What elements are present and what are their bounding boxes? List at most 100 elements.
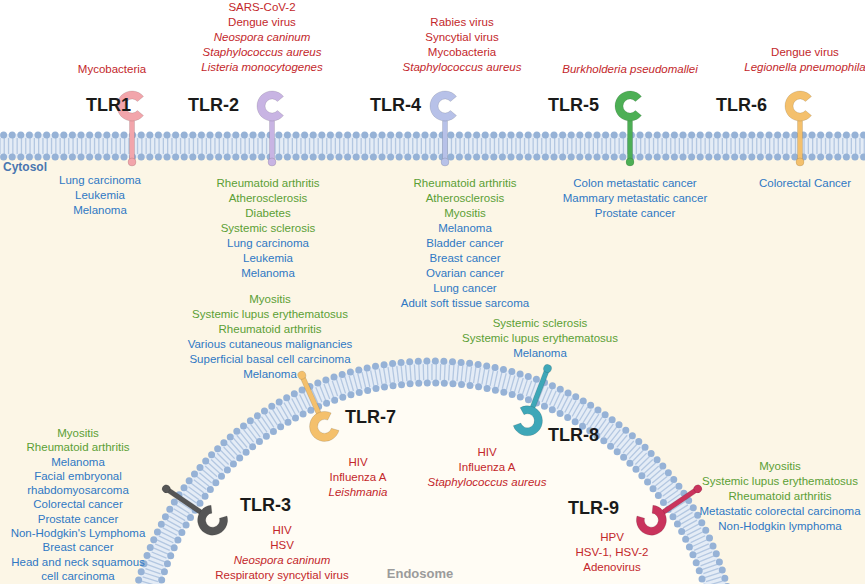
- endosome-lumen: [137, 372, 727, 584]
- autoimmune-disease-label: Rheumatoid arthritis: [385, 176, 545, 191]
- text-list: Cytosol: [3, 160, 83, 175]
- cancer-label: Mammary metastatic cancer: [550, 191, 720, 206]
- pathogen-label: Mycobacteria: [392, 45, 532, 60]
- autoimmune-disease-label: Atherosclerosis: [385, 191, 545, 206]
- receptor-name: TLR-5: [548, 95, 599, 115]
- compartment-label: Cytosol: [3, 160, 83, 175]
- autoimmune-disease-label: Myositis: [696, 459, 864, 474]
- receptor-name: TLR-2: [188, 95, 239, 115]
- ectodomain: [430, 91, 457, 121]
- pathogen-label: HIV: [417, 445, 557, 460]
- cancer-label: Breast cancer: [4, 540, 152, 554]
- cytoplasmic-domain: [626, 158, 634, 166]
- cancer-label: Breast cancer: [385, 251, 545, 266]
- cancer-label: Colon metastatic cancer: [550, 176, 720, 191]
- receptor-body: [632, 477, 709, 541]
- cancer-label: Leukemia: [40, 188, 160, 203]
- receptor-shape: [294, 366, 339, 448]
- pathogen-label: HPV: [557, 530, 667, 545]
- pathogen-label: Respiratory syncytial virus: [202, 568, 362, 583]
- text-list: MyositisSystemic lupus erythematosusRheu…: [170, 292, 370, 382]
- ectodomain: [304, 408, 340, 446]
- receptor-body: [785, 91, 812, 166]
- text-list: HIVInfluenza AStaphylococcus aureus: [417, 445, 557, 490]
- receptor: TLR-4: [423, 86, 468, 168]
- cytoplasmic-domain: [796, 158, 804, 166]
- pathogen-label: Neospora caninum: [187, 30, 337, 45]
- text-list: SARS-CoV-2Dengue virusNeospora caninumSt…: [187, 0, 337, 75]
- pathogen-label: Leishmania: [298, 485, 418, 500]
- cancer-label: Non-Hodgkin's Lymphoma: [4, 526, 152, 540]
- pathogen-label: Dengue virus: [187, 15, 337, 30]
- pathogen-label: Neospora caninum: [202, 553, 362, 568]
- pathogen-label: Burkholderia pseudomallei: [550, 62, 710, 77]
- receptor-body: [430, 91, 457, 166]
- receptor-shape: [608, 86, 653, 168]
- pathogen-label: Dengue virus: [735, 45, 865, 60]
- autoimmune-disease-label: Rheumatoid arthritis: [170, 322, 370, 337]
- autoimmune-disease-label: Rheumatoid arthritis: [4, 440, 152, 454]
- cancer-label: Melanoma: [385, 221, 545, 236]
- receptor-name: TLR-7: [345, 407, 396, 427]
- receptor: TLR-9: [646, 467, 691, 549]
- cytoplasmic-domain: [161, 483, 172, 494]
- cancer-label: Melanoma: [4, 455, 152, 469]
- text-list: Burkholderia pseudomallei: [550, 62, 710, 77]
- cancer-label: Facial embryonal rhabdomyosarcoma: [4, 469, 152, 498]
- autoimmune-disease-label: Rheumatoid arthritis: [696, 489, 864, 504]
- text-list: MyositisSystemic lupus erythematosusRheu…: [696, 459, 864, 534]
- ectodomain: [632, 502, 672, 541]
- pathogen-label: HSV: [202, 538, 362, 553]
- pathogen-label: HSV-1, HSV-2: [557, 545, 667, 560]
- pathogen-label: HIV: [202, 523, 362, 538]
- cancer-label: Metastatic colorectal carcinoma: [696, 504, 864, 519]
- cancer-label: Melanoma: [170, 367, 370, 382]
- receptor: TLR-8: [512, 360, 557, 442]
- receptor: TLR-5: [608, 86, 653, 168]
- receptor-name: TLR-4: [370, 95, 421, 115]
- cytoplasmic-domain: [268, 158, 276, 166]
- pathogen-label: Rabies virus: [392, 15, 532, 30]
- receptor-name: TLR-8: [548, 425, 599, 445]
- cancer-label: Lung cancer: [385, 281, 545, 296]
- pathogen-label: Listeria monocytogenes: [187, 60, 337, 75]
- text-list: MyositisRheumatoid arthritisMelanomaFaci…: [4, 426, 152, 583]
- pathogen-label: HIV: [298, 455, 418, 470]
- receptor-name: TLR1: [86, 95, 131, 115]
- cancer-label: Various cutaneous malignancies: [170, 337, 370, 352]
- pathogen-label: Adenovirus: [557, 560, 667, 575]
- transmembrane-stem: [529, 368, 549, 409]
- transmembrane-stem: [300, 375, 322, 415]
- receptor-name: TLR-6: [716, 95, 767, 115]
- text-list: Colon metastatic cancerMammary metastati…: [550, 176, 720, 221]
- text-list: Lung carcinomaLeukemiaMelanoma: [40, 173, 160, 218]
- ectodomain: [192, 502, 232, 541]
- pathogen-label: Influenza A: [417, 460, 557, 475]
- autoimmune-disease-label: Rheumatoid arthritis: [203, 176, 333, 191]
- autoimmune-disease-label: Systemic lupus erythematosus: [170, 307, 370, 322]
- transmembrane-stem: [443, 119, 448, 161]
- cancer-label: Superficial basal cell carcinoma: [170, 352, 370, 367]
- transmembrane-stem: [130, 119, 135, 161]
- cancer-label: Prostate cancer: [4, 512, 152, 526]
- transmembrane-stem: [270, 119, 275, 161]
- cytoplasmic-domain: [128, 158, 136, 166]
- pathogen-label: Syncytial virus: [392, 30, 532, 45]
- cancer-label: Bladder cancer: [385, 236, 545, 251]
- cancer-label: Melanoma: [445, 346, 635, 361]
- receptor-body: [257, 91, 284, 166]
- text-list: Endosome: [360, 566, 480, 581]
- text-list: Systemic sclerosisSystemic lupus erythem…: [445, 316, 635, 361]
- autoimmune-disease-label: Myositis: [4, 426, 152, 440]
- receptor: TLR-2: [250, 86, 295, 168]
- transmembrane-stem: [661, 487, 699, 515]
- ectodomain: [615, 91, 642, 121]
- pathogen-label: Staphylococcus aureus: [187, 45, 337, 60]
- cancer-label: Lung carcinoma: [40, 173, 160, 188]
- autoimmune-disease-label: Myositis: [170, 292, 370, 307]
- receptor-shape: [250, 86, 295, 168]
- text-list: Dengue virusLegionella pneumophila: [735, 45, 865, 75]
- ectodomain: [257, 91, 284, 121]
- cytoplasmic-domain: [542, 363, 552, 373]
